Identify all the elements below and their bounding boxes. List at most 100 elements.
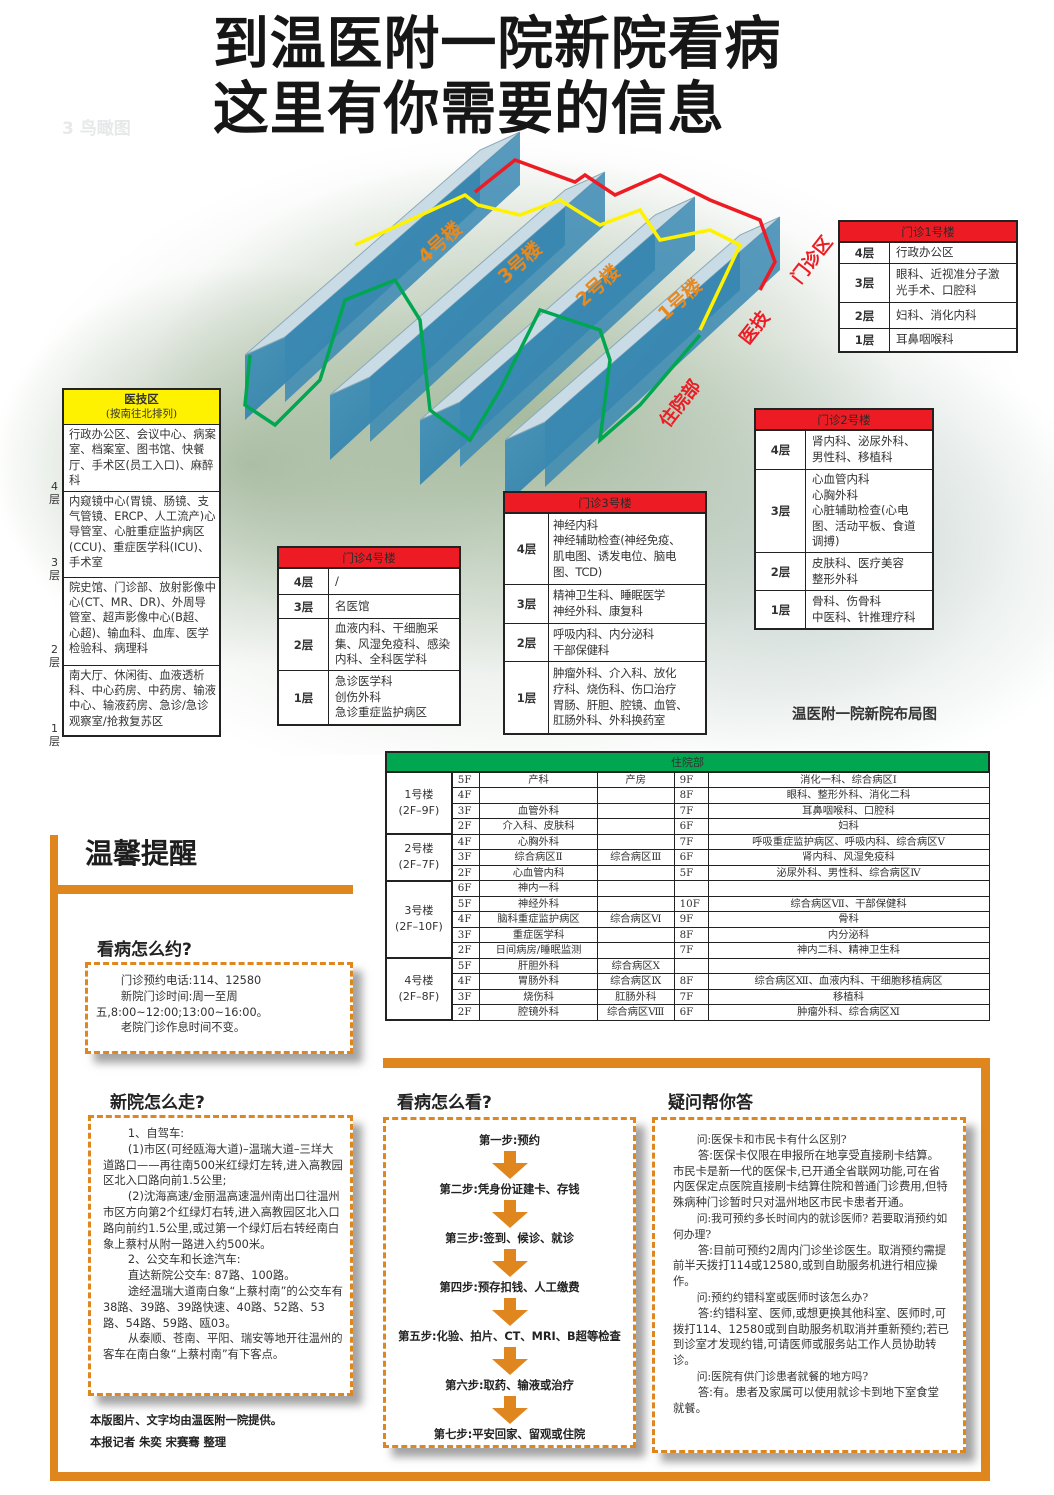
building-cell: 4号楼(2F–8F) <box>385 957 453 1021</box>
floor-departments: 耳鼻咽喉科 <box>890 329 1016 351</box>
ward-cell: 移植科 <box>707 988 990 1005</box>
department-line: 干部保健科 <box>553 642 609 657</box>
floor-cell: 9F <box>673 771 709 788</box>
floor-cell: 4F <box>451 787 481 804</box>
appointment-phone: 门诊预约电话:114、12580 <box>120 974 262 987</box>
floor-departments: / <box>329 569 459 594</box>
ward-cell <box>596 787 675 804</box>
floor-cell: 5F <box>673 864 709 881</box>
ward-cell: 神经外科 <box>479 895 598 912</box>
floor-label: 2层 <box>505 624 549 661</box>
floor-label: 1层 <box>840 329 890 351</box>
floor-label: 3层 <box>756 470 806 552</box>
ward-cell: 重症医学科 <box>479 926 598 943</box>
floor-cell: 9F <box>673 911 709 928</box>
ward-cell: 妇科 <box>707 818 990 835</box>
mz2-title: 门诊2号楼 <box>756 410 932 430</box>
department-line: 皮肤科、医疗美容 <box>812 555 904 570</box>
medtech-outline <box>354 192 743 331</box>
process-step: 第六步:取药、输液或治疗 <box>445 1379 574 1392</box>
directions-paragraph: (1)市区(可经瓯海大道)–温瑞大道–三垟大道路口——再往南500米红绿灯左转,… <box>103 1142 343 1188</box>
floor-departments: 呼吸内科、内分泌科干部保健科 <box>549 624 705 661</box>
building-slab-face <box>285 132 520 402</box>
floor-row: 3层名医馆 <box>279 594 459 618</box>
headline-line2: 这里有你需要的信息 <box>213 76 725 142</box>
building-cell: 2号楼(2F–7F) <box>385 833 453 882</box>
building-name: 3号楼 <box>404 904 434 918</box>
building-slab-face <box>370 172 605 442</box>
process-step: 第七步:平安回家、留观或住院 <box>433 1428 586 1441</box>
floor-label: 4层 <box>840 243 890 263</box>
building-floor-range: (2F–8F) <box>398 990 440 1003</box>
floor-departments: 肾内科、泌尿外科、男性科、移植科 <box>806 431 932 469</box>
faq-question: 问:我可预约多长时间内的就诊医师? 若要取消预约如何办理? <box>673 1211 948 1241</box>
ward-cell: 心血管内科 <box>479 864 598 881</box>
floor-departments: 神经内科神经辅助检查(神经免疫、肌电图、诱发电位、脑电图、TCD) <box>549 514 705 584</box>
floor-row: 1层耳鼻咽喉科 <box>840 328 1016 351</box>
department-line: 耳鼻咽喉科 <box>896 332 954 347</box>
headline-line1: 到温医附一院新院看病 <box>213 11 782 77</box>
arrow-down-icon <box>491 1149 528 1182</box>
department-line: 调搏) <box>812 534 840 549</box>
department-line: 疗科、烧伤科、伤口治疗 <box>553 681 677 696</box>
faq-box: 问:医保卡和市民卡有什么区别? 答:医保卡仅限在申报所在地享受直接刷卡结算。市民卡… <box>652 1117 966 1453</box>
ward-cell: 肿瘤外科、综合病区Ⅺ <box>707 1004 990 1021</box>
ward-cell: 综合病区Ⅲ <box>596 849 675 866</box>
faq-answer: 答:医保卡仅限在申报所在地享受直接刷卡结算。市民卡是新一代的医保卡,已开通全省联… <box>673 1148 948 1210</box>
floor-row: 1层骨科、伤骨科中医科、针推理疗科 <box>756 590 932 628</box>
medtech-floor-label: 2层 <box>49 643 60 669</box>
floor-label: 2层 <box>756 553 806 590</box>
inpatient-outline <box>243 277 702 445</box>
floor-label: 1层 <box>279 671 329 724</box>
map-caption: 温医附一院新院布局图 <box>792 707 937 723</box>
department-line: 精神卫生科、睡眠医学 <box>553 588 665 603</box>
floor-label: 4层 <box>756 431 806 469</box>
floor-cell <box>673 957 709 974</box>
faq-answer: 答:有。患者及家属可以使用就诊卡到地下室食堂就餐。 <box>673 1385 939 1415</box>
appointment-box: 门诊预约电话:114、12580 新院门诊时间:周一至周五,8:00~12:00… <box>85 962 353 1054</box>
floor-cell: 3F <box>451 926 481 943</box>
ward-cell: 血管外科 <box>479 802 598 819</box>
building-slab-face <box>460 197 695 467</box>
department-line: 心血管内科 <box>812 472 870 487</box>
credits: 本版图片、文字均由温医附一院提供。 本报记者 朱奕 宋赛骞 整理 <box>90 1412 282 1450</box>
directions-paragraph: (2)沈海高速/金丽温高速温州南出口往温州市区方向第2个红绿灯右转,进入高教园区… <box>103 1190 340 1251</box>
floor-departments: 皮肤科、医疗美容整形外科 <box>806 553 932 590</box>
frame-reminder-bar <box>50 885 353 894</box>
ward-cell: 腔镜外科 <box>479 1004 598 1021</box>
floor-label: 2层 <box>279 619 329 670</box>
medtech-title: 医技区 <box>124 392 159 406</box>
ward-cell: 综合病区Ⅸ <box>596 973 675 990</box>
ward-cell <box>707 957 990 974</box>
department-line: 男性科、移植科 <box>812 450 893 464</box>
process-box: 第一步:预约第二步:凭身份证建卡、存钱第三步:签到、候诊、就诊第四步:预存扣钱、… <box>383 1117 636 1448</box>
department-line: 心脏辅助检查(心电 <box>812 503 909 518</box>
medtech-floor-cell: 院史馆、门诊部、放射影像中心(CT、MR、DR)、外周导管室、超声影像中心(B超… <box>64 576 219 665</box>
department-line: 急诊重症监护病区 <box>335 705 427 720</box>
reminder-title: 温馨提醒 <box>85 837 198 870</box>
ward-cell <box>596 926 675 943</box>
ward-cell: 神内二科、精神卫生科 <box>707 942 990 959</box>
appointment-hours: 新院门诊时间:周一至周五,8:00~12:00;13:00~16:00。 <box>96 989 268 1019</box>
arrow-down-icon <box>491 1345 528 1378</box>
department-line: 神经辅助检查(神经免疫、 <box>553 533 681 548</box>
faq-question: 问:医保卡和市民卡有什么区别? <box>696 1133 847 1146</box>
directions-heading: 新院怎么走? <box>110 1093 205 1113</box>
department-line: 肾内科、泌尿外科、 <box>812 434 916 449</box>
floor-row: 4层神经内科神经辅助检查(神经免疫、肌电图、诱发电位、脑电图、TCD) <box>505 513 705 584</box>
floor-cell: 2F <box>451 864 481 881</box>
department-line: 肿瘤外科、介入科、放化 <box>553 666 677 681</box>
floor-row: 2层皮肤科、医疗美容整形外科 <box>756 552 932 590</box>
ward-cell: 眼科、整形外科、消化二科 <box>707 787 990 804</box>
ward-cell: 泌尿外科、男性科、综合病区Ⅳ <box>707 864 990 881</box>
floor-row: 2层呼吸内科、内分泌科干部保健科 <box>505 623 705 661</box>
mz4-title: 门诊4号楼 <box>279 548 459 568</box>
